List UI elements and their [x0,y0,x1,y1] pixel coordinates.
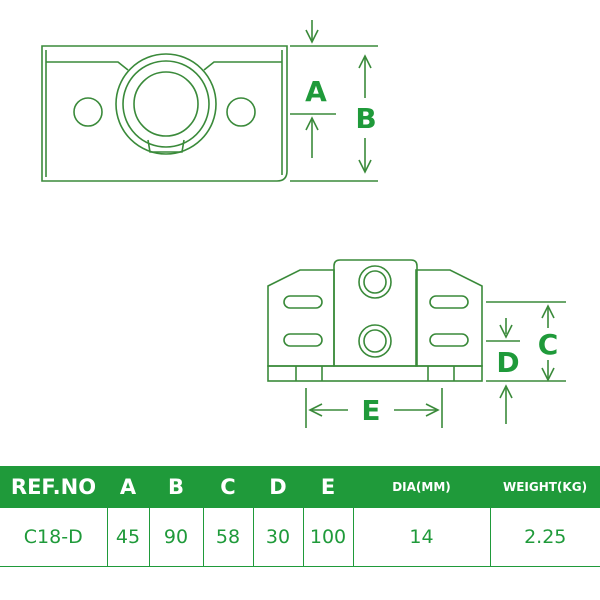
bolt-top-inner [363,270,387,294]
housing-lug [147,139,185,153]
dim-label-c: C [538,328,559,361]
dim-label-e: E [361,394,380,427]
front-view [267,259,566,428]
cell-dia: 14 [352,508,490,567]
cell-ref-no: C18-D [0,508,107,567]
header-c: C [203,466,253,508]
front-view-left-flange [267,269,335,367]
dim-label-d: D [496,346,519,379]
dim-e-arrowhead-right [425,403,440,417]
slot-left-bottom [283,333,323,347]
cell-e: 100 [302,508,353,567]
bolt-hole-right [226,97,256,127]
dim-label-b: B [355,102,376,135]
bolt-bottom-outer [358,324,392,358]
header-ref-no: REF.NO [0,466,107,508]
bolt-bottom-inner [363,329,387,353]
top-view [41,20,378,182]
cell-a: 45 [106,508,149,567]
cell-d: 30 [252,508,303,567]
header-a: A [107,466,149,508]
bearing-housing-outer [115,53,217,155]
dim-c-arrowhead-bottom [541,367,555,382]
front-view-center-block [333,259,418,367]
header-dia: DIA(MM) [353,466,490,508]
spec-table: REF.NO A B C D E DIA(MM) WEIGHT(KG) C18-… [0,466,600,567]
dim-a-arrowhead-bottom [305,116,319,131]
top-view-outline [41,45,288,182]
bearing-housing-mid [122,60,210,148]
dim-b-arrowhead-bottom [358,159,372,174]
dim-a-arrowhead-top [305,29,319,44]
dim-d-arrowhead-bottom [499,384,513,399]
cell-b: 90 [148,508,203,567]
header-d: D [253,466,303,508]
top-view-inner-outline [46,61,129,71]
table-header-row: REF.NO A B C D E DIA(MM) WEIGHT(KG) [0,466,600,508]
bearing-bore [133,71,199,137]
dim-e-arrowhead-left [308,403,323,417]
table-row: C18-D 45 90 58 30 100 14 2.25 [0,508,600,567]
technical-drawing: A B C D E [41,20,566,428]
bolt-hole-left [73,97,103,127]
header-e: E [303,466,353,508]
dim-label-a: A [305,75,327,108]
front-view-base [267,365,483,382]
dim-d-arrowhead-top [499,324,513,339]
dim-c-arrowhead-top [541,304,555,319]
bolt-top-outer [358,265,392,299]
slot-right-bottom [429,333,469,347]
header-weight: WEIGHT(KG) [490,466,600,508]
cell-weight: 2.25 [489,508,600,567]
top-view-inner-outline-right [203,61,282,71]
cell-c: 58 [202,508,253,567]
header-b: B [149,466,203,508]
slot-right-top [429,295,469,309]
slot-left-top [283,295,323,309]
front-view-right-flange [415,269,483,367]
dim-b-arrowhead-top [358,54,372,69]
